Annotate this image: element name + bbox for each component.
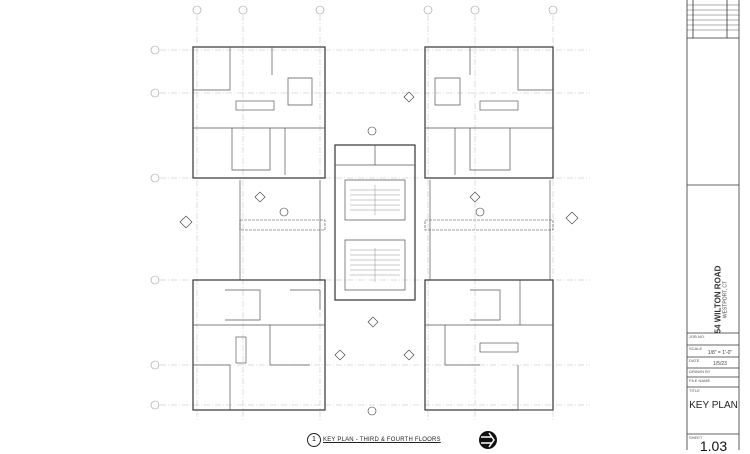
section-markers: [179, 91, 579, 416]
drawing-number: 1: [307, 433, 321, 447]
title-block-frame: [686, 0, 740, 450]
file-name-label: FILE NAME: [689, 378, 711, 383]
scale-value: 1/8" = 1'-0": [707, 350, 733, 356]
project-location: WESTPORT, CT: [722, 280, 729, 319]
north-arrow-icon: [479, 431, 497, 449]
job-no-label: JOB NO.: [689, 334, 706, 339]
sheet-label: SHEET: [689, 435, 703, 440]
sheet-title: KEY PLAN: [689, 400, 738, 411]
date-label: DATE: [689, 358, 700, 363]
interior-walls: [193, 47, 553, 411]
stairs: [350, 185, 400, 282]
sheet-number: 1.03: [699, 438, 728, 454]
project-address: 54 WILTON ROAD WESTPORT, CT: [714, 255, 729, 345]
grid-lines: [160, 15, 590, 420]
grid-bubbles: [150, 5, 558, 410]
project-name: 54 WILTON ROAD: [713, 265, 723, 334]
corridors: [235, 100, 554, 364]
date-value: 1/5/23: [713, 361, 727, 367]
scale-label: SCALE: [689, 346, 703, 351]
drawing-caption: KEY PLAN - THIRD & FOURTH FLOORS: [323, 437, 441, 443]
unit-walls: [192, 46, 554, 411]
drawn-by-label: DRAWN BY: [689, 369, 711, 374]
title-label: TITLE: [689, 388, 700, 393]
